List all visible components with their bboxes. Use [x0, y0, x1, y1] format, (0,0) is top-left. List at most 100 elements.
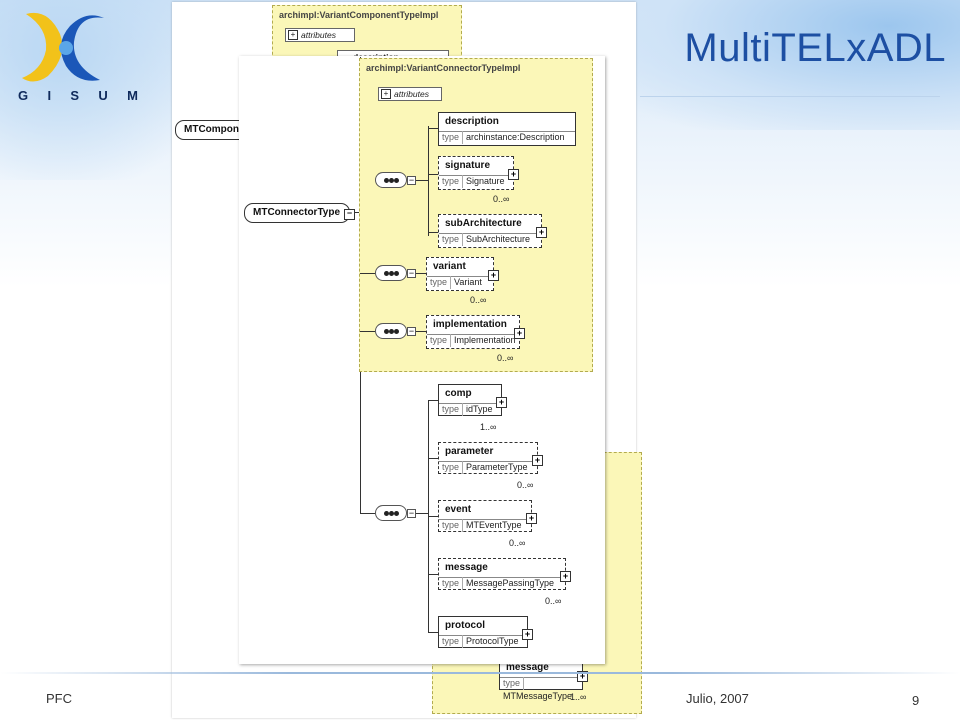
- type-key: type: [439, 403, 463, 416]
- back-attributes[interactable]: + attributes: [285, 28, 355, 42]
- signature-multiplicity: 0..∞: [493, 194, 510, 204]
- expand-icon[interactable]: +: [560, 571, 571, 582]
- connector-line: [428, 458, 438, 459]
- element-name: protocol: [439, 617, 527, 636]
- type-value: Signature: [466, 176, 505, 186]
- logo-letters: G I S U M: [18, 88, 138, 103]
- type-key: type: [439, 577, 463, 590]
- connector-line: [428, 400, 438, 401]
- type-value: MessagePassingType: [466, 578, 555, 588]
- expand-icon[interactable]: +: [288, 30, 298, 40]
- type-key: type: [439, 519, 463, 532]
- sequence-compositor-icon: [375, 505, 407, 521]
- collapse-icon[interactable]: −: [407, 268, 416, 278]
- element-name: signature: [439, 157, 513, 176]
- slide-background-glow-right: [600, 0, 960, 130]
- variant-box-title: archimpl:VariantConnectorTypeImpl: [366, 63, 521, 73]
- gisum-logo-mark: [22, 12, 104, 82]
- expand-icon[interactable]: +: [536, 227, 547, 238]
- attributes-label: attributes: [394, 89, 429, 99]
- message-multiplicity: 0..∞: [545, 596, 562, 606]
- expand-icon[interactable]: +: [514, 328, 525, 339]
- type-key: type: [439, 635, 463, 648]
- collapse-icon[interactable]: −: [407, 508, 416, 518]
- collapse-icon[interactable]: −: [407, 326, 416, 336]
- expand-icon[interactable]: +: [526, 513, 537, 524]
- element-name: description: [439, 113, 575, 132]
- element-name: comp: [439, 385, 501, 404]
- type-key: type: [439, 461, 463, 474]
- logo-letter: S: [70, 88, 80, 103]
- sequence-compositor-icon: [375, 323, 407, 339]
- connector-line: [354, 212, 360, 213]
- element-name: message: [500, 659, 582, 678]
- type-value: SubArchitecture: [466, 234, 531, 244]
- logo-letter: M: [127, 88, 138, 103]
- type-key: type: [500, 677, 524, 690]
- page-number: 9: [912, 693, 920, 708]
- expand-icon[interactable]: +: [488, 270, 499, 281]
- collapse-icon[interactable]: −: [344, 209, 355, 220]
- back-attributes-label: attributes: [301, 30, 336, 40]
- slide-background-glow-left: [0, 0, 200, 180]
- connector-line: [428, 516, 438, 517]
- connector-line: [416, 273, 426, 274]
- connector-line: [428, 632, 438, 633]
- type-value: Variant: [454, 277, 482, 287]
- logo-letter: U: [98, 88, 108, 103]
- attributes-toggle[interactable]: + attributes: [378, 87, 442, 101]
- expand-icon[interactable]: +: [522, 629, 533, 640]
- root-label: MTConnectorType: [253, 207, 341, 218]
- event-multiplicity: 0..∞: [509, 538, 526, 548]
- connector-line: [428, 128, 438, 129]
- back-box-title: archimpl:VariantComponentTypeImpl: [279, 10, 439, 20]
- type-key: type: [427, 334, 451, 347]
- element-name: implementation: [427, 316, 519, 335]
- variant-multiplicity: 0..∞: [470, 295, 487, 305]
- connector-line: [428, 174, 438, 175]
- footer-divider: [0, 672, 960, 674]
- type-value: Implementation: [454, 335, 516, 345]
- type-value: ProtocolType: [466, 636, 519, 646]
- expand-icon[interactable]: +: [496, 397, 507, 408]
- back-root-label: MTComponentT: [184, 124, 261, 135]
- expand-icon[interactable]: +: [508, 169, 519, 180]
- connector-line: [428, 232, 438, 233]
- type-value: archinstance:Description: [466, 132, 565, 142]
- connector-line: [416, 331, 426, 332]
- connector-line: [416, 513, 428, 514]
- type-key: type: [439, 233, 463, 246]
- sequence-compositor-icon: [375, 265, 407, 281]
- back-message-multiplicity: 1..∞: [570, 692, 587, 702]
- connector-line: [428, 574, 438, 575]
- expand-icon[interactable]: +: [577, 671, 588, 682]
- element-name: subArchitecture: [439, 215, 541, 234]
- type-value: MTEventType: [466, 520, 522, 530]
- collapse-icon[interactable]: −: [407, 175, 416, 185]
- logo-letter: G: [18, 88, 29, 103]
- sequence-compositor-icon: [375, 172, 407, 188]
- mtconnectortype-root[interactable]: MTConnectorType −: [244, 203, 355, 223]
- expand-icon[interactable]: +: [381, 89, 391, 99]
- expand-icon[interactable]: +: [532, 455, 543, 466]
- element-name: event: [439, 501, 531, 520]
